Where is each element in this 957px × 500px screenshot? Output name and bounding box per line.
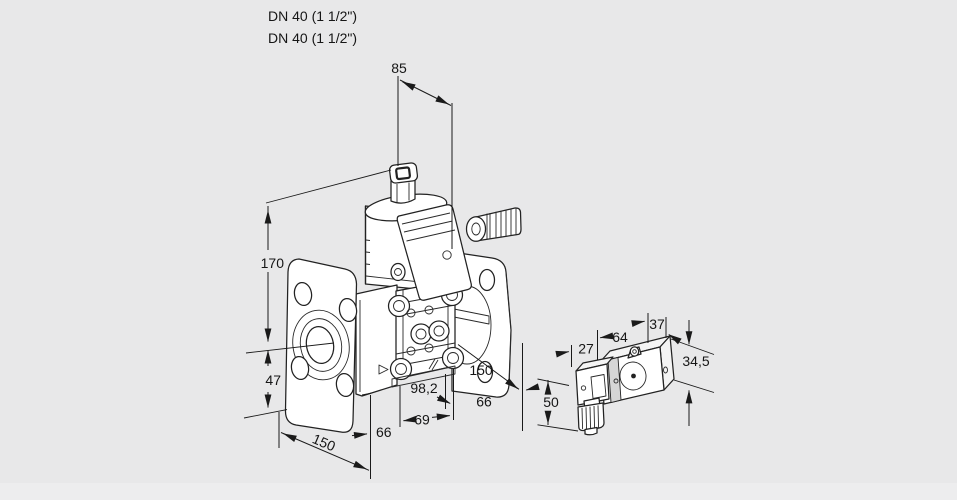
cable-gland xyxy=(465,207,522,242)
dim-150-length: 150 xyxy=(457,343,540,431)
dim-label-85: 85 xyxy=(391,60,407,76)
pilot-top-clip xyxy=(627,346,642,359)
dim-label-66-right: 66 xyxy=(476,394,492,410)
connector-box xyxy=(390,204,472,301)
dim-66-right: 66 xyxy=(476,394,492,410)
pilot-cable-gland xyxy=(577,397,605,436)
dim-label-27: 27 xyxy=(578,341,594,357)
pilot-side-hole xyxy=(663,366,668,374)
dn-label-top: DN 40 (1 1/2") xyxy=(268,8,357,24)
pilot-valve-drawing xyxy=(575,335,675,436)
valve-body xyxy=(378,279,465,388)
product-labels: DN 40 (1 1/2") DN 40 (1 1/2") xyxy=(268,8,357,46)
dimensions: 85 170 47 150 66 xyxy=(243,60,715,479)
dim-label-64: 64 xyxy=(612,329,628,345)
dim-37: 37 xyxy=(631,313,682,345)
footer-strip xyxy=(0,483,957,500)
dim-69: 69 xyxy=(399,386,451,428)
body-foot xyxy=(391,365,456,388)
pilot-face-dot xyxy=(631,373,636,379)
dim-85: 85 xyxy=(391,60,453,249)
dim-50: 50 xyxy=(537,378,579,432)
dim-label-69: 69 xyxy=(414,412,430,428)
dim-label-98-2: 98,2 xyxy=(410,380,437,396)
dim-27: 27 xyxy=(555,341,594,367)
left-flange xyxy=(284,258,358,433)
adjustment-screws xyxy=(406,305,450,356)
dim-label-170: 170 xyxy=(261,255,285,271)
dim-label-47: 47 xyxy=(265,372,281,388)
dim-170-47: 170 47 xyxy=(243,169,392,419)
dim-64: 64 xyxy=(597,329,628,360)
dim-label-150-length: 150 xyxy=(469,362,493,378)
dim-label-34-5: 34,5 xyxy=(682,353,709,369)
dim-label-66-bottom: 66 xyxy=(376,424,392,440)
flange-hub xyxy=(355,284,398,397)
dim-98-2: 98,2 xyxy=(410,369,454,420)
dn-label-bottom: DN 40 (1 1/2") xyxy=(268,30,357,46)
valve-top-cap xyxy=(388,162,419,204)
pilot-face-hole xyxy=(613,378,619,384)
pilot-connector xyxy=(575,356,614,406)
pilot-face-disc xyxy=(619,361,647,391)
fast-opening-marker xyxy=(428,358,439,371)
dim-34-5: 34,5 xyxy=(670,320,715,426)
dim-label-37: 37 xyxy=(649,316,665,332)
dim-66-bottom: 66 xyxy=(351,424,392,440)
dim-150-flange: 150 xyxy=(278,395,371,479)
connector-screw-hole xyxy=(442,250,452,260)
flow-direction-marker xyxy=(378,364,389,375)
valve-assembly-drawing xyxy=(284,162,522,433)
dim-label-50: 50 xyxy=(543,394,559,410)
